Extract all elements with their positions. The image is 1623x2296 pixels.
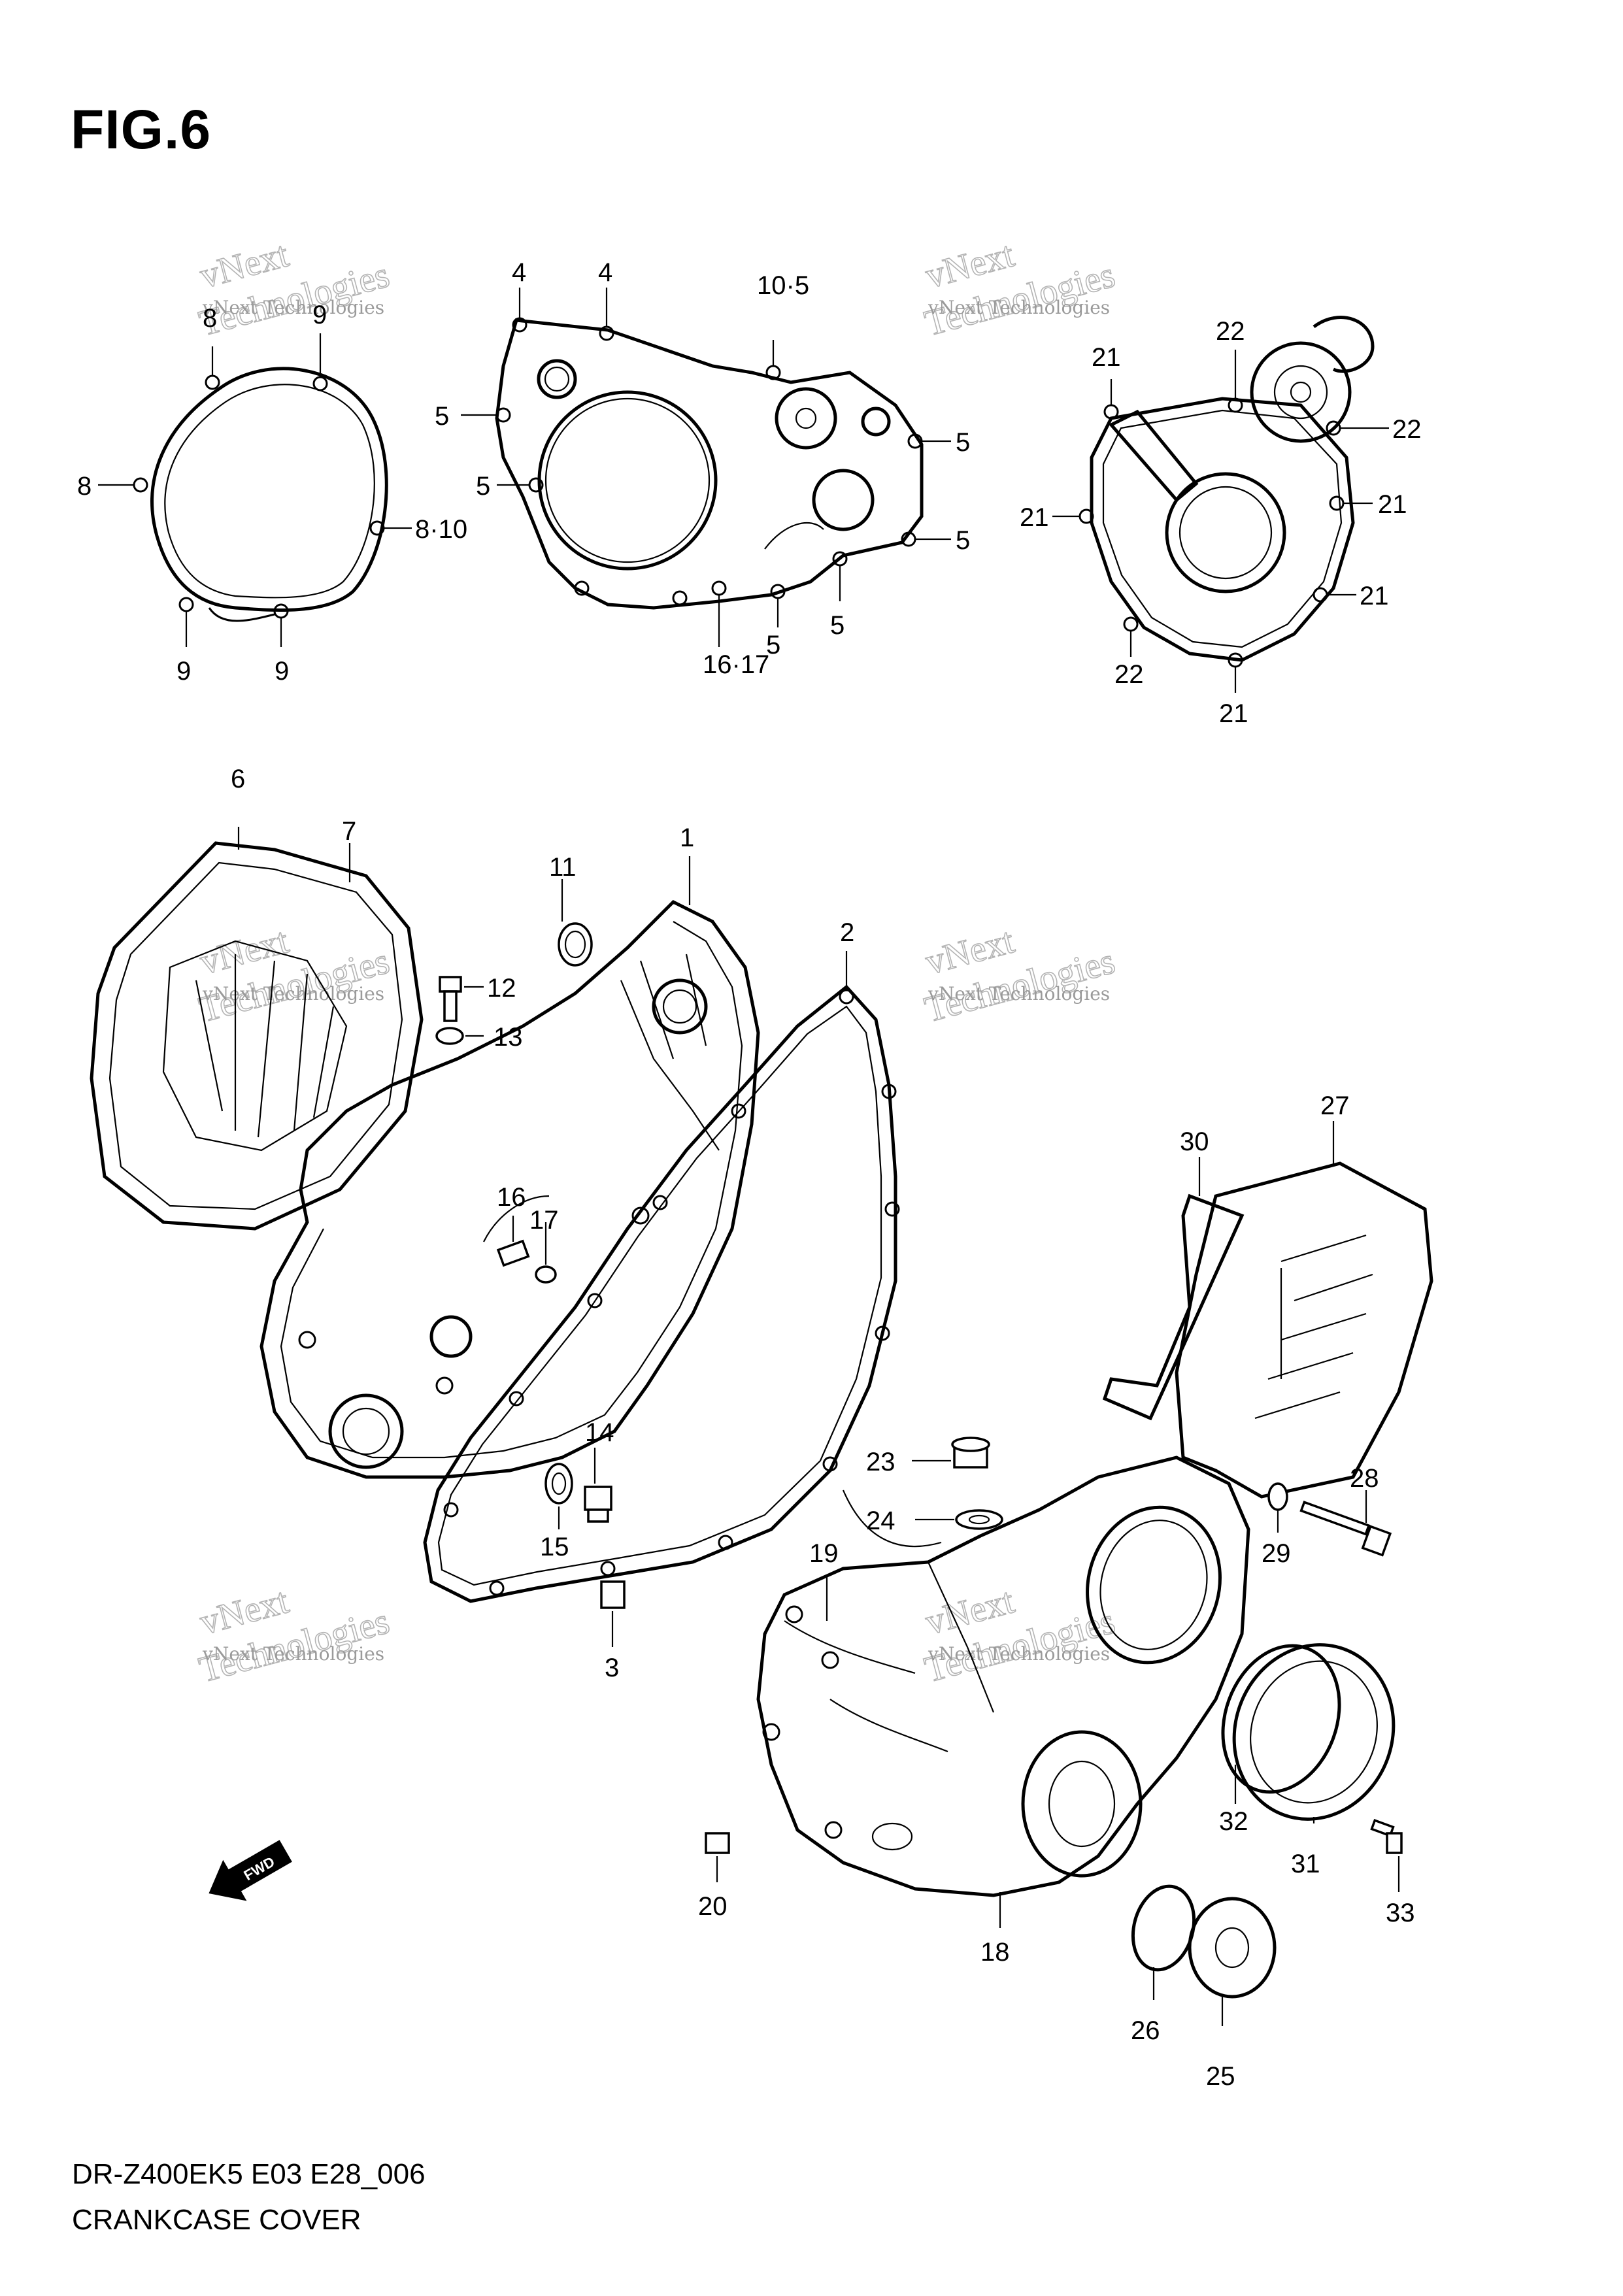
callout: 5 [766,631,780,659]
magneto-cover-outline [1052,316,1389,693]
small-parts-centre [435,879,626,1647]
callout: 30 [1180,1127,1209,1156]
callout: 8 [203,304,217,333]
callout: 18 [980,1938,1010,1967]
callout: 5 [476,472,490,501]
cover-guard-part [1102,1121,1433,1557]
callout: 26 [1131,2016,1160,2045]
clutch-cover-outline [98,333,412,647]
clutch-cover-part [90,827,424,1231]
callout: 21 [1219,699,1248,728]
crankcase-cover-part [259,856,760,1479]
figure-title: FIG.6 [71,99,212,160]
callout: 16 [497,1183,526,1212]
callout: 21 [1360,582,1389,610]
callout: 10·5 [757,271,809,300]
svg-text:vNext Technologies: vNext Technologies [202,1643,384,1665]
svg-text:vNext Technologies: vNext Technologies [928,1643,1110,1665]
callout: 9 [176,657,191,686]
model-code: DR-Z400EK5 E03 E28_006 [72,2158,426,2190]
watermark: vNext Technologies vNext Technologies [195,1580,394,1691]
crankcase-gasket-part [423,951,900,1603]
callout: 22 [1114,660,1144,689]
watermark-group: vNext Technologies vNext Technologies vN… [195,233,1120,1691]
callout: 21 [1092,343,1121,372]
callout: 1 [680,824,694,852]
callout: 20 [698,1892,728,1921]
diagram-caption: CRANKCASE COVER [72,2204,361,2236]
callout: 6 [231,765,245,793]
callout: 8 [77,472,92,501]
svg-text:vNext Technologies: vNext Technologies [928,983,1110,1005]
callout: 8·10 [415,515,467,544]
callout: 5 [830,611,845,640]
callout: 31 [1291,1850,1320,1878]
callout: 5 [956,526,970,555]
svg-text:vNext Technologies: vNext Technologies [928,297,1110,318]
callout: 3 [605,1654,619,1682]
callout: 24 [866,1506,895,1535]
callout: 29 [1262,1539,1291,1568]
callout: 21 [1020,503,1049,532]
right-cover-outline [461,288,951,647]
callout: 16·17 [703,650,769,679]
callout: 19 [809,1539,839,1568]
svg-text:vNext Technologies: vNext Technologies [202,297,384,318]
callout: 2 [840,918,854,947]
watermark: vNext Technologies vNext Technologies [195,233,394,344]
callout: 4 [598,258,612,287]
watermark: vNext Technologies vNext Technologies [920,920,1120,1031]
callout: 33 [1386,1899,1415,1927]
callout: 11 [549,853,577,882]
callout: 25 [1206,2062,1235,2091]
callout: 9 [275,657,289,686]
small-parts-right [705,1437,1403,2026]
callout: 14 [585,1418,614,1447]
callout: 9 [312,301,327,329]
callout: 5 [435,402,449,431]
callout: 17 [529,1206,559,1235]
callout: 23 [866,1448,895,1476]
callout: 4 [512,258,526,287]
callout: 21 [1378,490,1407,519]
watermark: vNext Technologies vNext Technologies [920,1580,1120,1691]
callout-labels: 8 9 8 8·10 9 9 4 4 10·5 5 5 5 5 5 5 16·1… [77,258,1422,2091]
callout: 12 [487,974,516,1003]
callout: 27 [1320,1091,1350,1120]
callout: 15 [540,1533,569,1561]
callout: 32 [1219,1807,1248,1836]
svg-text:vNext Technologies: vNext Technologies [202,983,384,1005]
callout: 22 [1392,415,1422,444]
callout: 7 [342,817,356,846]
fwd-arrow-icon: FWD [209,1840,292,1901]
callout: 22 [1216,317,1245,346]
callout: 13 [494,1023,523,1052]
watermark: vNext Technologies vNext Technologies [920,233,1120,344]
callout: 28 [1350,1464,1379,1493]
watermark: vNext Technologies vNext Technologies [195,920,394,1031]
magneto-cover-part [756,1456,1250,1928]
callout: 5 [956,428,970,457]
